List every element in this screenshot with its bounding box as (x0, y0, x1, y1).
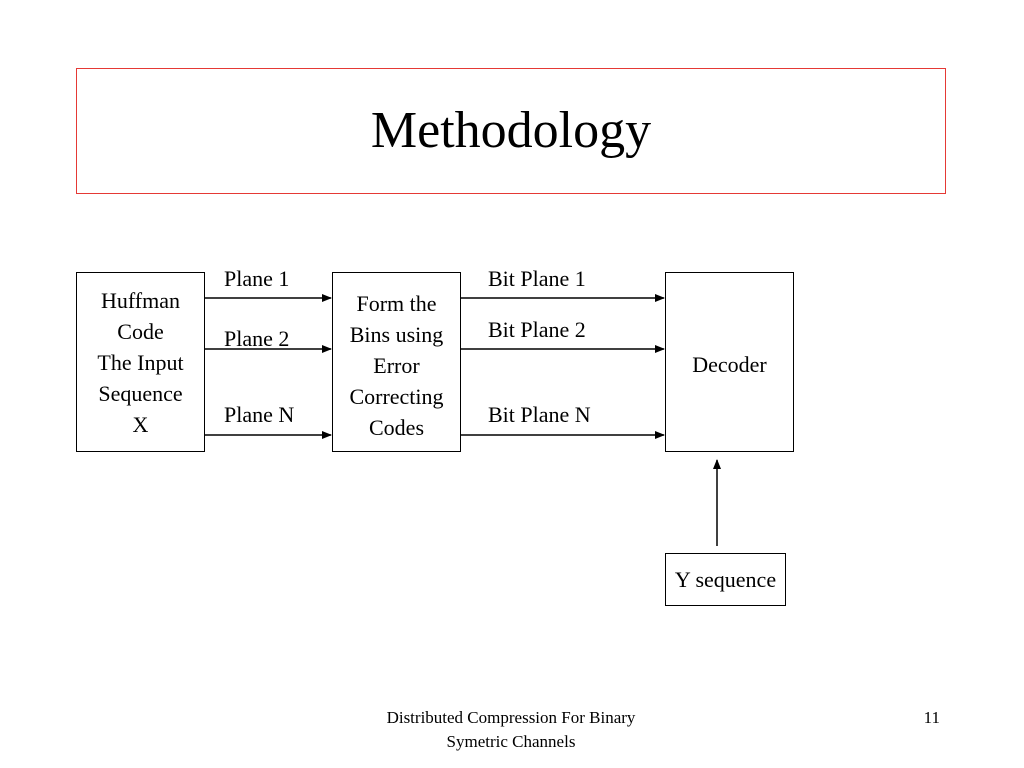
y-sequence-block: Y sequence (665, 553, 786, 606)
footer-line-1: Distributed Compression For Binary (386, 708, 636, 727)
plane-2-label: Plane 2 (224, 326, 290, 351)
huffman-line-3: The Input (97, 349, 184, 375)
y-sequence-label: Y sequence (674, 567, 777, 592)
plane-1-label: Plane 1 (224, 266, 290, 291)
bit-plane-2-label: Bit Plane 2 (488, 317, 586, 342)
title-box: Methodology (76, 68, 946, 194)
decoder-block: Decoder (665, 272, 794, 452)
form-bins-block: Form the Bins using Error Correcting Cod… (332, 272, 461, 452)
slide-title: Methodology (370, 102, 652, 159)
form-bins-line-2: Bins using (349, 322, 444, 347)
huffman-code-block: Huffman Code The Input Sequence X (76, 272, 205, 452)
footer-line-2: Symetric Channels (446, 732, 576, 751)
huffman-line-1: Huffman (100, 287, 181, 313)
huffman-line-2: Code (117, 318, 164, 344)
form-bins-line-1: Form the (356, 291, 437, 316)
page-number: 11 (923, 708, 940, 727)
form-bins-line-3: Error (373, 353, 420, 378)
huffman-line-5: X (132, 411, 149, 437)
form-bins-line-5: Codes (369, 415, 424, 440)
decoder-label: Decoder (692, 352, 767, 377)
slide-footer: Distributed Compression For Binary Symet… (340, 706, 682, 754)
form-bins-line-4: Correcting (349, 384, 444, 409)
huffman-line-4: Sequence (98, 380, 183, 406)
plane-n-label: Plane N (224, 402, 295, 427)
bit-plane-n-label: Bit Plane N (488, 402, 591, 427)
bit-plane-1-label: Bit Plane 1 (488, 266, 586, 291)
